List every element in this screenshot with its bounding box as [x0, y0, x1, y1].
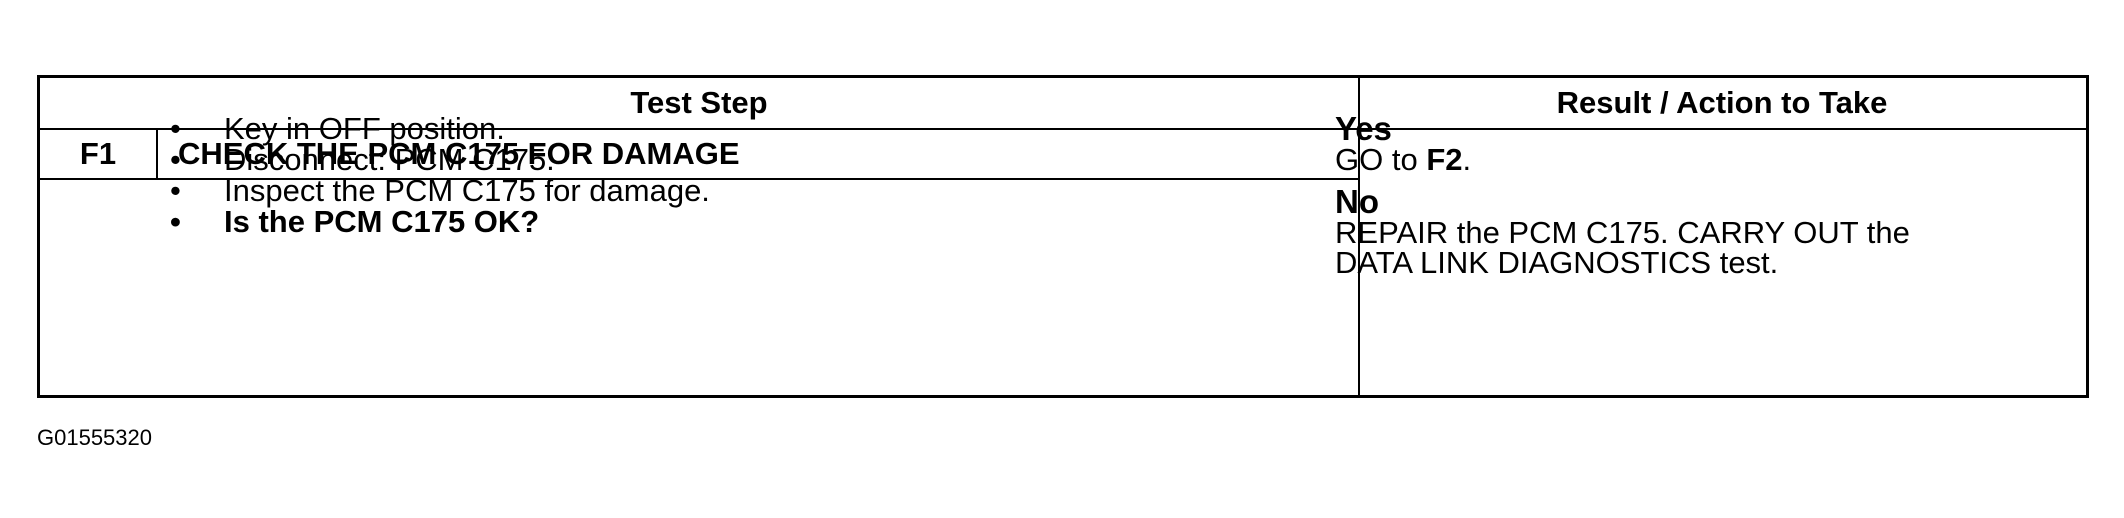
result-no-action-line1: REPAIR the PCM C175. CARRY OUT the	[1335, 215, 1910, 250]
result-no-action-line2: DATA LINK DIAGNOSTICS test.	[1335, 245, 1779, 280]
step-title-row: F1 CHECK THE PCM C175 FOR DAMAGE	[40, 130, 1358, 180]
bullet: •	[170, 173, 181, 208]
result-no-label: No	[1335, 183, 1379, 220]
step-instruction-item: • Key in OFF position.	[170, 113, 710, 144]
bullet: •	[170, 111, 181, 146]
result-yes-label: Yes	[1335, 110, 1392, 147]
result-column: Yes GO to F2. No REPAIR the PCM C175. CA…	[1335, 112, 2035, 278]
result-yes-action-suffix: .	[1462, 142, 1472, 177]
result-action-header: Result / Action to Take	[1556, 85, 1888, 120]
result-no-block: No REPAIR the PCM C175. CARRY OUT the DA…	[1335, 185, 2035, 278]
bullet: •	[170, 142, 181, 177]
test-step-header: Test Step	[630, 85, 768, 120]
step-instructions-list: • Key in OFF position. • Disconnect: PCM…	[170, 113, 710, 237]
result-yes-action-target: F2	[1426, 142, 1463, 177]
step-id: F1	[40, 130, 158, 178]
graphic-id: G01555320	[37, 425, 152, 450]
result-yes-block: Yes GO to F2.	[1335, 112, 2035, 175]
result-yes-action: GO to F2.	[1335, 142, 2035, 177]
step-question-text: Is the PCM C175 OK?	[224, 204, 540, 239]
step-instruction-text: Inspect the PCM C175 for damage.	[224, 173, 710, 208]
bullet: •	[170, 204, 181, 239]
table-header-row: Test Step Result / Action to Take	[40, 78, 2086, 130]
result-yes-action-prefix: GO to	[1335, 142, 1427, 177]
step-question-item: • Is the PCM C175 OK?	[170, 206, 710, 237]
diagnostic-table: Test Step Result / Action to Take F1 CHE…	[37, 75, 2089, 398]
step-title: CHECK THE PCM C175 FOR DAMAGE	[178, 136, 740, 171]
step-instruction-item: • Disconnect: PCM C175.	[170, 144, 710, 175]
step-instruction-text: Disconnect: PCM C175.	[224, 142, 555, 177]
column-divider	[1358, 78, 1360, 395]
step-instruction-item: • Inspect the PCM C175 for damage.	[170, 175, 710, 206]
step-instruction-text: Key in OFF position.	[224, 111, 505, 146]
